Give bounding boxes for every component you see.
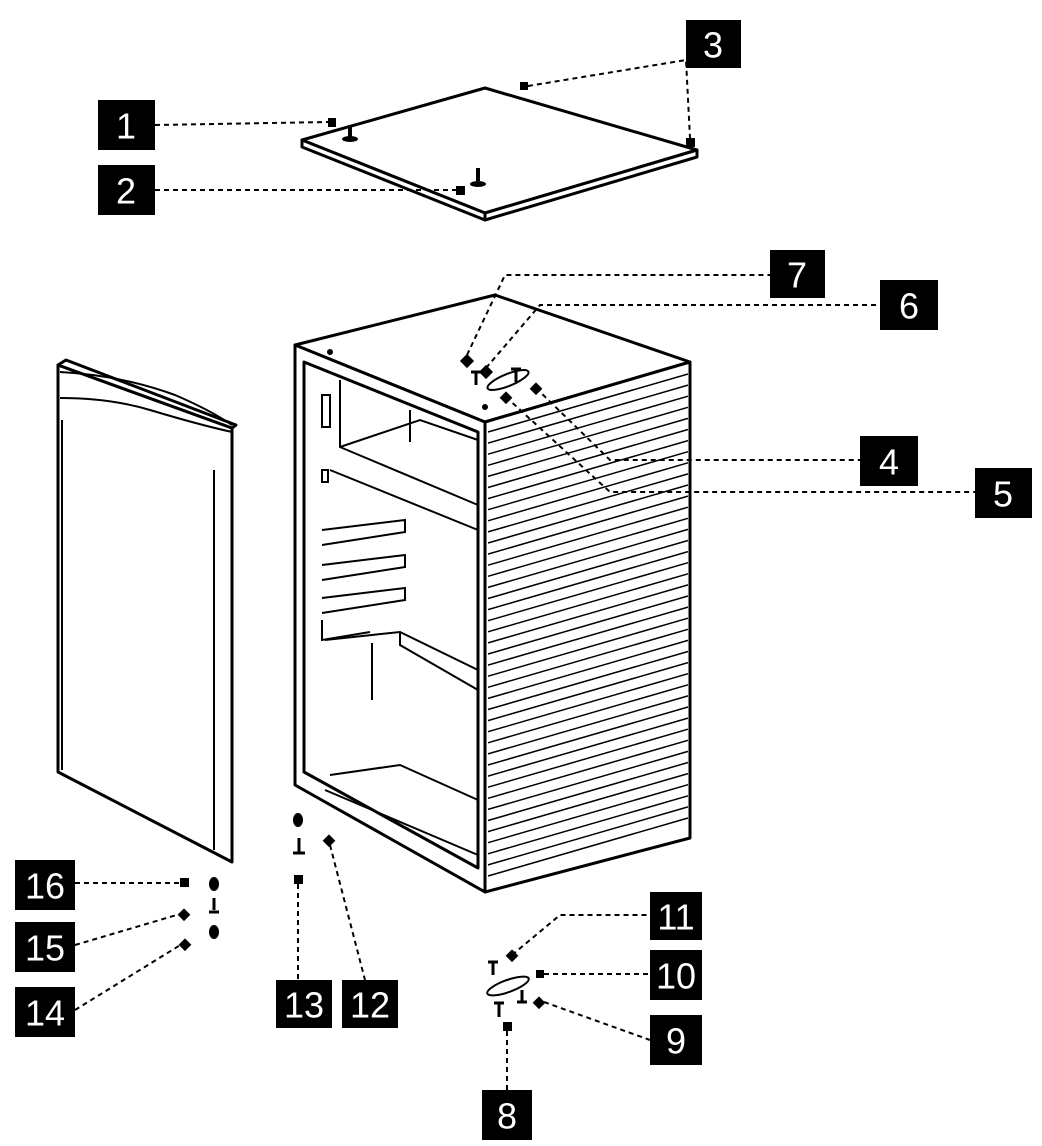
side-rib (487, 561, 689, 622)
side-rib (487, 783, 689, 844)
callout-3-label: 3 (703, 25, 723, 66)
side-rib (487, 473, 689, 533)
callout-16-label: 16 (25, 866, 65, 907)
callout-15: 15 (15, 922, 75, 972)
side-rib (487, 406, 689, 467)
callout-9: 9 (650, 1015, 702, 1065)
callout-11-label: 11 (657, 897, 694, 938)
door (56, 358, 238, 864)
side-rib (487, 706, 689, 766)
bottom-hinge-parts (486, 949, 546, 1031)
side-rib (487, 617, 689, 677)
callout-6-label: 6 (899, 286, 919, 327)
callout-13: 13 (276, 980, 332, 1028)
side-rib (487, 539, 689, 600)
side-rib (487, 795, 689, 855)
side-rib (487, 428, 689, 489)
callout-8-label: 8 (497, 1096, 517, 1137)
callout-1: 1 (98, 100, 155, 150)
callout-10-label: 10 (656, 956, 696, 997)
side-rib (487, 462, 689, 522)
side-rib (487, 550, 689, 611)
side-rib (487, 395, 689, 455)
callout-4: 4 (860, 436, 918, 486)
side-rib (487, 573, 689, 633)
callout-14-label: 14 (25, 993, 65, 1034)
side-rib (487, 584, 689, 644)
callout-3: 3 (686, 20, 741, 68)
side-rib (487, 528, 689, 589)
side-rib (487, 506, 689, 566)
side-rib (487, 384, 689, 444)
callout-14: 14 (15, 987, 75, 1037)
side-rib (487, 517, 689, 578)
side-rib (487, 417, 689, 478)
callout-2-label: 2 (116, 171, 136, 212)
side-rib (487, 739, 689, 800)
side-rib (487, 484, 689, 544)
callout-16: 16 (15, 860, 75, 910)
callout-6: 6 (880, 280, 938, 330)
leader-lines (74, 58, 975, 1090)
side-rib (487, 817, 689, 877)
side-rib (487, 806, 689, 866)
callout-2: 2 (98, 165, 155, 215)
side-rib (487, 772, 689, 833)
side-rib (487, 761, 689, 822)
side-rib (487, 439, 689, 500)
side-rib (487, 450, 689, 511)
side-rib (487, 684, 689, 744)
side-rib (487, 595, 689, 655)
side-rib (487, 717, 689, 777)
callout-7: 7 (770, 250, 825, 298)
top-panel-pin (456, 168, 486, 195)
side-rib (487, 606, 689, 666)
side-rib (487, 750, 689, 811)
callouts: 1 2 3 4 5 6 7 8 9 10 11 12 13 14 15 16 (15, 20, 1032, 1140)
callout-10: 10 (650, 950, 702, 1000)
callout-15-label: 15 (25, 928, 65, 969)
callout-4-label: 4 (879, 442, 899, 483)
callout-1-label: 1 (116, 106, 136, 147)
side-rib (487, 495, 689, 555)
side-rib (487, 650, 689, 711)
callout-5: 5 (975, 468, 1032, 518)
side-rib (487, 672, 689, 733)
callout-11: 11 (650, 892, 702, 940)
callout-12-label: 12 (350, 985, 390, 1026)
top-panel (300, 82, 699, 222)
cabinet-body (293, 293, 692, 894)
side-rib (487, 661, 689, 722)
side-rib (487, 728, 689, 788)
callout-9-label: 9 (666, 1021, 686, 1062)
callout-12: 12 (342, 980, 398, 1028)
top-panel-pin (328, 118, 358, 142)
cabinet-left-foot-parts (293, 813, 336, 884)
side-rib (487, 628, 689, 689)
callout-5-label: 5 (993, 474, 1013, 515)
door-hinge-parts (177, 877, 219, 952)
callout-7-label: 7 (787, 255, 807, 296)
callout-13-label: 13 (284, 985, 324, 1026)
side-ribs (487, 373, 689, 877)
side-rib (487, 373, 689, 433)
side-rib (487, 695, 689, 755)
side-rib (487, 639, 689, 700)
callout-8: 8 (482, 1090, 532, 1140)
